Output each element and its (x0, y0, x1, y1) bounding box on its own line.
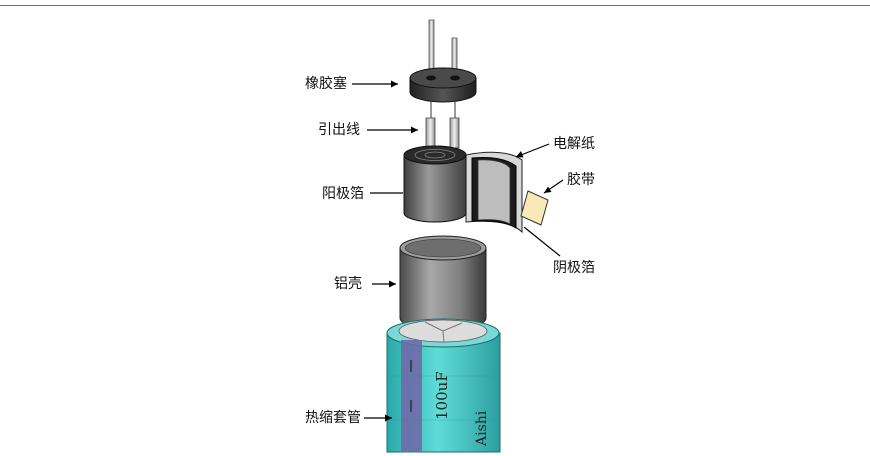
arrow-icon (385, 414, 392, 422)
sleeve-brand-text: Aishi (474, 410, 490, 447)
arrow-icon (516, 151, 524, 158)
arrow-icon (391, 80, 398, 88)
label-rubber-plug: 橡胶塞 (305, 75, 398, 92)
arrow-icon (411, 126, 418, 134)
label-tape: 胶带 (543, 171, 595, 194)
tape-label: 胶带 (567, 171, 595, 188)
foil-strips (465, 151, 549, 234)
label-aluminum-shell: 铝壳 (334, 275, 396, 292)
sleeve-capacitance-text: 100uF (433, 371, 451, 420)
label-heat-shrink-sleeve: 热缩套管 (305, 410, 392, 426)
rubber-plug (409, 19, 477, 118)
rubber-plug-label: 橡胶塞 (305, 75, 347, 92)
aluminum-shell-label: 铝壳 (334, 275, 362, 292)
cathode-foil-label: 阴极箔 (553, 260, 595, 276)
label-cathode-foil: 阴极箔 (523, 226, 595, 276)
label-anode-foil: 阳极箔 (322, 186, 403, 202)
anode-foil-roll (403, 145, 467, 223)
heat-shrink-sleeve: 100uF Aishi (386, 318, 501, 453)
anode-foil-label: 阳极箔 (322, 186, 364, 202)
arrow-icon (544, 186, 552, 193)
electrolytic-paper-label: 电解纸 (553, 136, 595, 152)
lead-wires (425, 117, 460, 149)
label-electrolytic-paper: 电解纸 (515, 136, 595, 158)
heat-shrink-sleeve-label: 热缩套管 (305, 410, 361, 426)
top-divider (0, 5, 870, 6)
aluminum-shell (399, 235, 487, 331)
lead-wire-label: 引出线 (318, 122, 360, 138)
label-lead-wire: 引出线 (318, 122, 418, 138)
arrow-icon (389, 280, 396, 288)
